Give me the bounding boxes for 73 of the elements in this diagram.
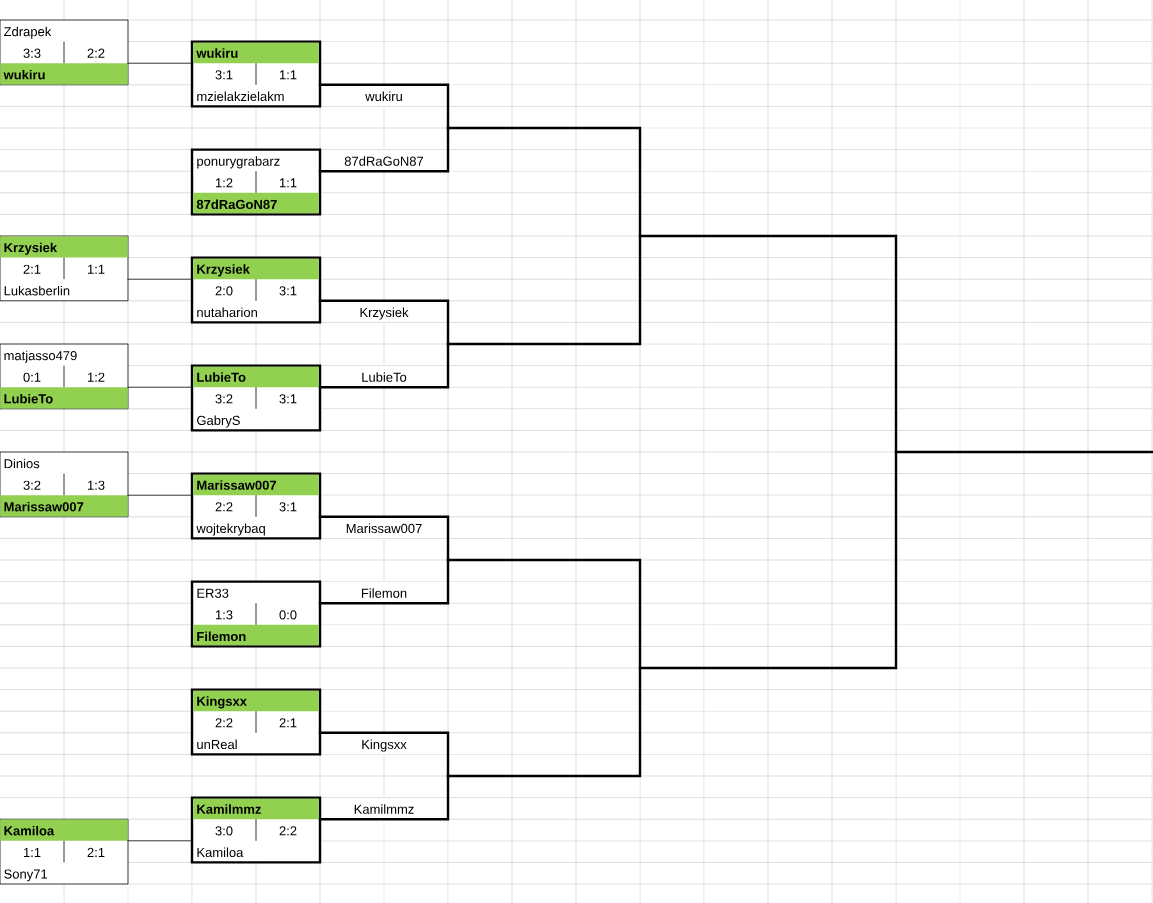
winner-cell: LubieTo (193, 366, 319, 388)
connector-line (127, 386, 193, 388)
score: 2:1 (23, 264, 41, 274)
score: 1:1 (23, 847, 41, 857)
score: 1:3 (215, 610, 233, 620)
bracket-line (318, 515, 450, 562)
player-name: Lukasberlin (4, 285, 70, 296)
winner-cell: Kamilmmz (193, 798, 319, 820)
winner-cell: Krzysiek (0, 236, 128, 258)
player-name: Dinios (4, 458, 40, 469)
winner-cell: Marissaw007 (193, 474, 319, 496)
winner-cell: Kamiloa (0, 819, 128, 841)
winner-cell: Kingsxx (193, 690, 319, 712)
score: 3:2 (23, 480, 41, 490)
player-name: GabryS (197, 415, 240, 428)
player-name: Zdrapek (4, 26, 52, 39)
player-name: matjasso479 (4, 350, 77, 363)
score: 2:2 (279, 826, 297, 836)
edge-label: Kingsxx (360, 738, 408, 753)
player-name: Sony71 (4, 869, 48, 882)
bracket-line (318, 126, 450, 173)
edge-label: LubieTo (360, 371, 408, 383)
winner-cell: Krzysiek (193, 258, 319, 280)
bracket-line (318, 83, 450, 130)
connector-line (127, 494, 193, 496)
winner-cell: LubieTo (0, 387, 128, 409)
score: 3:1 (215, 70, 233, 80)
edge-label: Marissaw007 (344, 522, 424, 535)
player-name: ponurygrabarz (197, 156, 280, 169)
winner-cell: Marissaw007 (0, 495, 128, 517)
player-name: Kamiloa (197, 847, 244, 858)
edge-label: 87dRaGoN87 (343, 155, 425, 167)
score: 2:1 (279, 718, 297, 728)
edge-label: Krzysiek (358, 306, 410, 321)
edge-label: Kamilmmz (352, 803, 416, 815)
score: 3:2 (215, 394, 233, 404)
score: 2:0 (215, 286, 233, 296)
score: 3:1 (279, 394, 297, 404)
edge-label: Filemon (359, 587, 409, 599)
player-name: unReal (197, 739, 237, 750)
score: 1:2 (215, 178, 233, 188)
connector-line (127, 62, 193, 64)
score: 1:1 (87, 264, 105, 274)
winner-cell: wukiru (193, 42, 319, 64)
score: 2:2 (215, 502, 233, 512)
player-name: wojtekrybaq (196, 523, 265, 536)
score: 1:2 (87, 372, 105, 382)
score: 1:1 (279, 178, 297, 188)
bracket-line (318, 731, 450, 778)
score: 2:2 (87, 48, 105, 58)
player-name: mzielakzielakm (197, 91, 284, 102)
score: 3:1 (279, 286, 297, 296)
score: 1:1 (279, 70, 297, 80)
score: 3:0 (215, 826, 233, 836)
connector-line (127, 840, 193, 842)
bracket-line (318, 558, 450, 605)
winner-cell: 87dRaGoN87 (193, 192, 319, 214)
score: 2:1 (87, 847, 105, 857)
player-name: ER33 (197, 588, 229, 598)
bracket-line (318, 774, 450, 821)
connector-line (127, 278, 193, 280)
score: 0:1 (23, 372, 41, 382)
score: 2:2 (215, 718, 233, 728)
bracket-line (318, 299, 450, 346)
score: 0:0 (279, 610, 297, 620)
score: 3:3 (23, 48, 41, 58)
player-name: nutaharion (197, 307, 257, 318)
winner-cell: Filemon (193, 624, 319, 646)
bracket-line (318, 342, 450, 389)
edge-label: wukiru (364, 90, 404, 103)
score: 3:1 (279, 502, 297, 512)
score: 1:3 (87, 480, 105, 490)
winner-cell: wukiru (0, 63, 128, 85)
